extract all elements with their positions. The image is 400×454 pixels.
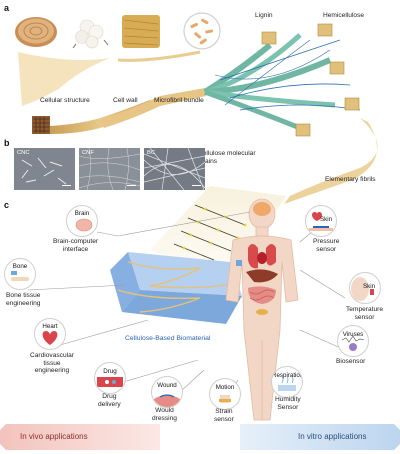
panel-label-b: b	[4, 138, 10, 148]
label-strain-sensor: Strain sensor	[214, 408, 234, 423]
skin-patch	[236, 260, 242, 266]
scale-bar	[62, 184, 71, 186]
circle-title-viruses: Viruses	[342, 331, 364, 338]
label-wound-dressing: Would dressing	[152, 407, 177, 422]
in-vivo-banner	[0, 424, 160, 450]
label-hemicellulose: Hemicellulose	[323, 12, 365, 19]
circle-respiration: Respiration	[271, 366, 303, 398]
microfibril-network	[203, 23, 361, 137]
sem-image-bc: BC	[144, 148, 205, 190]
circle-heart: Heart	[34, 318, 66, 350]
label-cardiovascular-tissue-engineering: Cardiovascular tissue engineering	[30, 352, 74, 375]
label-bone-tissue-engineering: Bone tissue engineering	[6, 292, 41, 307]
label-drug-delivery: Drug delivery	[98, 393, 121, 408]
panel-label-a: a	[4, 3, 10, 13]
heart-rate-icon	[312, 212, 322, 221]
label-elementary-fibrils: Elementary fibrils	[325, 176, 376, 183]
circle-viruses: Viruses	[337, 325, 369, 357]
label-temperature-sensor: Temperature sensor	[346, 306, 384, 321]
circle-title-drug: Drug	[103, 368, 117, 375]
circle-title-skin-temperature: Skin	[362, 283, 376, 290]
circle-title-brain: Brain	[74, 210, 90, 217]
humidity-icon	[278, 385, 296, 391]
sem-label-cnc: CNC	[17, 150, 30, 156]
label-humidity-sensor: Humidity Sensor	[275, 396, 301, 411]
sem-label-bc: BC	[147, 150, 156, 156]
panel-label-c: c	[4, 200, 10, 210]
circle-bone: Bone	[4, 258, 36, 290]
wood-disc-icon	[15, 17, 57, 47]
scale-bar	[127, 184, 136, 186]
label-microfibril-bundle: Microfibril bundle	[154, 97, 204, 104]
brain-icon	[75, 218, 93, 232]
label-cellular-structure: Cellular structure	[40, 97, 90, 104]
cotton-icon	[72, 19, 109, 49]
biomaterial-block	[110, 252, 242, 324]
bone-icon	[11, 277, 29, 281]
scale-bar	[192, 184, 201, 186]
organs	[246, 202, 278, 315]
cellulose-chains	[173, 204, 246, 261]
label-cell-wall: Cell wall	[113, 97, 138, 104]
label-brain-computer-interface: Brain-computer interface	[53, 238, 99, 253]
wound-icon	[154, 395, 180, 407]
circle-title-heart: Heart	[42, 323, 58, 330]
label-biosensor: Biosensor	[336, 358, 366, 365]
label-cellulose-molecular-chains: Cellulose molecular chains	[198, 150, 256, 165]
straw-bale-icon	[122, 15, 160, 48]
circle-title-motion: Motion	[215, 384, 235, 391]
circle-wound: Wound	[151, 376, 183, 408]
label-pressure-sensor: Pressure sensor	[313, 238, 340, 253]
sem-image-cnf: CNF	[79, 148, 140, 190]
in-vitro-banner	[240, 424, 400, 450]
circle-title-wound: Wound	[157, 382, 177, 389]
bacteria-icon	[183, 12, 221, 50]
circle-title-respiration: Respiration	[272, 372, 303, 379]
circle-skin-pressure: Skin	[305, 205, 337, 237]
circle-title-skin-pressure: Skin	[319, 216, 333, 223]
sem-image-cnc: CNC	[14, 148, 75, 190]
in-vitro-label: In vitro applications	[298, 432, 367, 441]
circle-motion: Motion	[209, 378, 241, 410]
cellular-structure-icon	[32, 116, 50, 134]
circle-title-bone: Bone	[12, 263, 28, 270]
circle-skin-temperature: Skin	[349, 272, 381, 304]
blood-vessel-icon	[97, 377, 123, 387]
head-icon	[351, 277, 369, 301]
sem-label-cnf: CNF	[82, 150, 94, 156]
heart-icon	[42, 331, 58, 345]
label-biomaterial: Cellulose-Based Biomaterial	[125, 335, 211, 342]
in-vivo-label: In vivo applications	[20, 432, 88, 441]
label-lignin: Lignin	[255, 12, 273, 19]
circle-drug: Drug	[94, 362, 126, 394]
virus-icon	[349, 343, 357, 351]
circle-brain: Brain	[66, 205, 98, 237]
